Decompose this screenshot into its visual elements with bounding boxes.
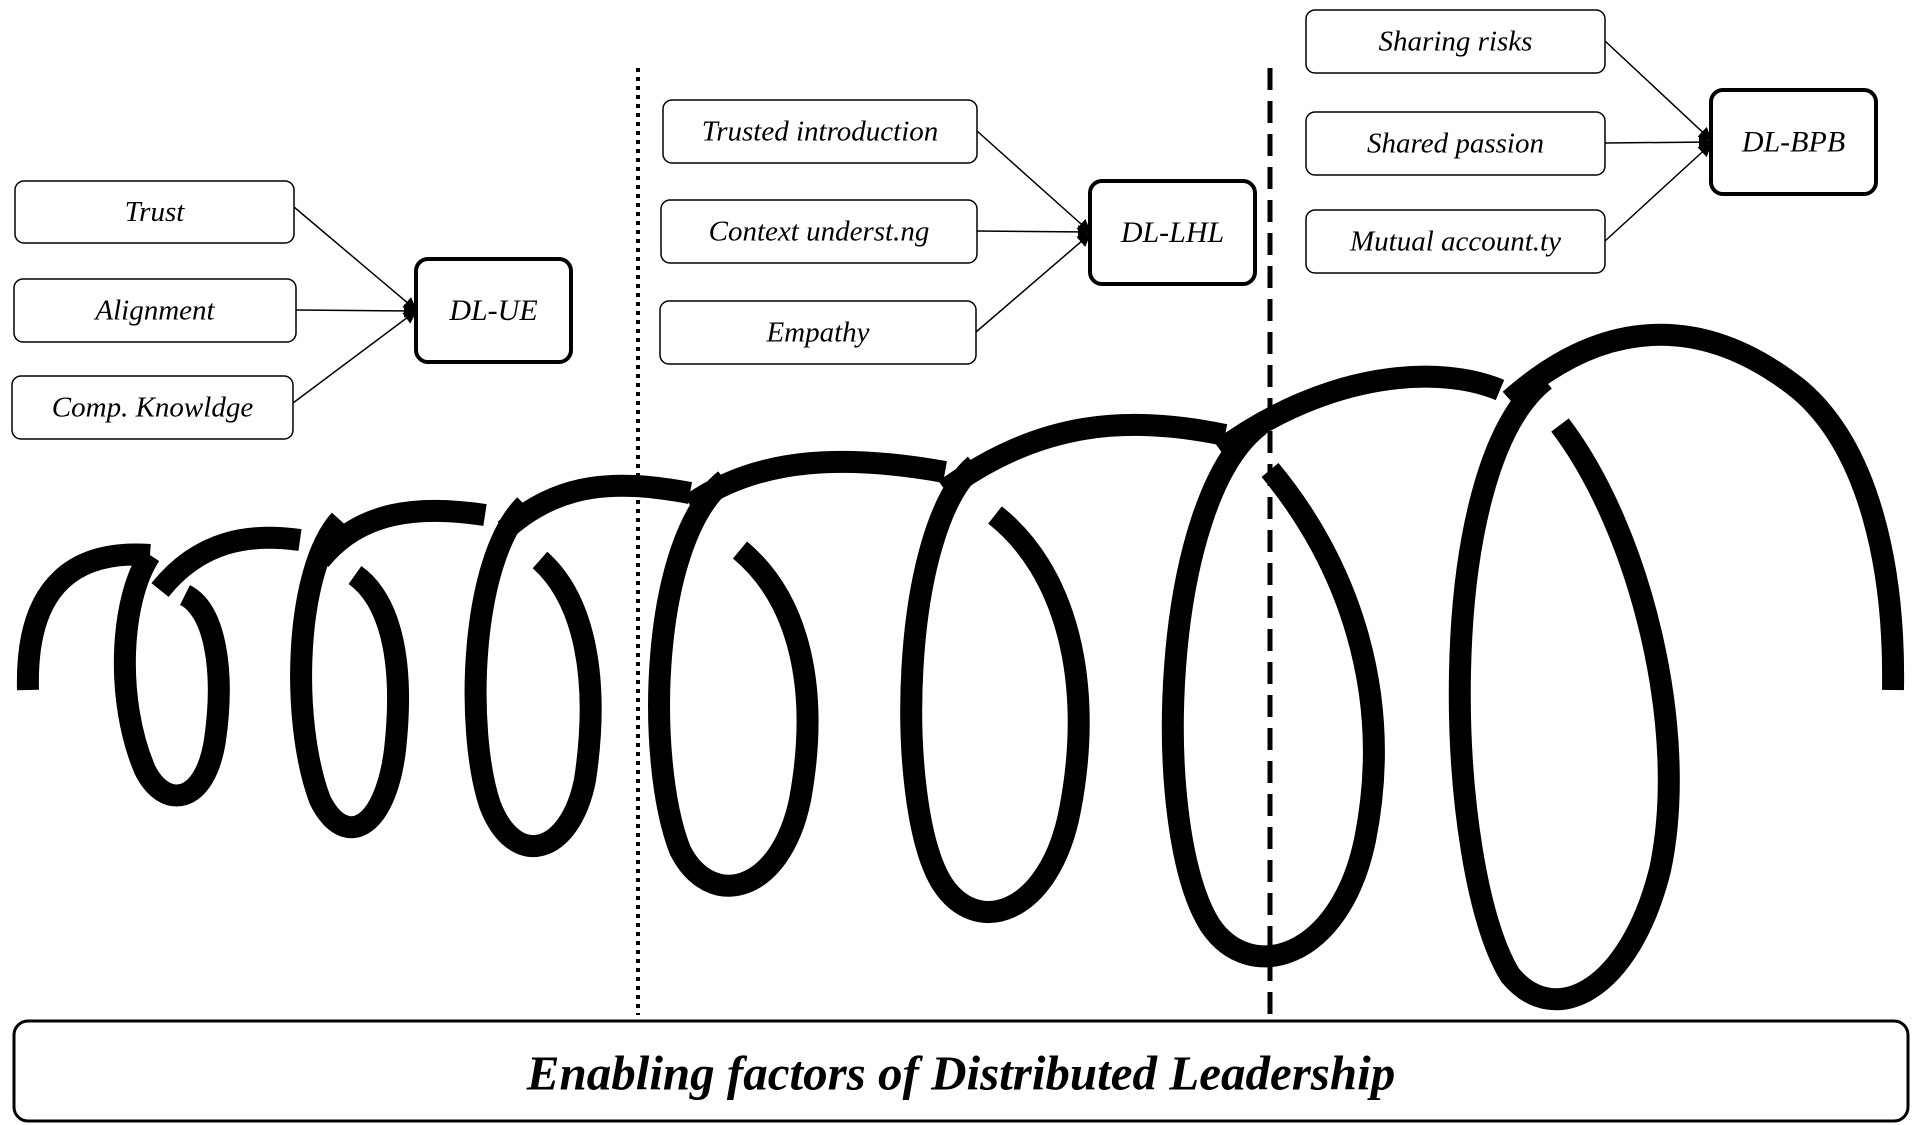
factor-label-mutual-accountability: Mutual account.ty [1349,226,1561,258]
spiral-coil-5-back [938,413,1228,499]
spiral-coil-4-front [648,471,819,897]
outcome-label-dl-ue: DL-UE [448,294,537,327]
arrow-context-understanding [976,225,1092,239]
spiral-coil-2-front [290,512,410,839]
factor-label-trusted-introduction: Trusted introduction [702,116,939,148]
arrow-alignment [295,304,418,318]
arrow-shared-passion [1604,135,1713,149]
factor-label-shared-passion: Shared passion [1367,128,1544,160]
factor-box-comp-knowledge [11,375,294,440]
factor-label-empathy: Empathy [765,317,869,349]
spiral-spring [16,323,1905,1011]
factor-box-shared-passion [1305,111,1606,176]
factor-label-sharing-risks: Sharing risks [1379,26,1533,58]
factor-box-empathy [659,300,977,365]
spiral-coil-6-front [1161,416,1385,968]
factor-box-mutual-accountability [1305,209,1606,274]
outcome-label-dl-bpb: DL-BPB [1741,126,1845,159]
spiral-coil-7-back [1502,323,1905,691]
group-dl-lhl: Trusted introduction Context underst.ng … [659,99,1257,365]
arrow-trusted-introduction [976,130,1092,233]
spiral-coil-3-front [464,497,602,857]
spiral-coil-3-back [497,474,693,539]
arrow-trust [293,206,418,311]
spiral-coil-1-back [151,526,302,598]
spiral-coil-7-front [1448,371,1680,1011]
arrow-mutual-accountability [1604,143,1712,242]
spiral-coil-2-back [311,499,487,568]
spiral-coil-4-back [683,450,947,515]
spiral-coil-1-front [113,548,230,807]
arrow-sharing-risks [1604,40,1712,141]
factor-label-comp-knowledge: Comp. Knowldge [52,392,254,424]
factor-label-alignment: Alignment [93,295,215,327]
footer-title: Enabling factors of Distributed Leadersh… [526,1046,1395,1101]
spiral-tail [16,543,151,691]
arrow-comp-knowledge [292,310,418,404]
outcome-label-dl-lhl: DL-LHL [1120,216,1224,249]
arrow-empathy [975,233,1092,333]
footer-banner: Enabling factors of Distributed Leadersh… [12,1019,1910,1123]
group-dl-bpb: Sharing risks Shared passion Mutual acco… [1305,9,1878,274]
factor-label-trust: Trust [125,196,186,228]
factor-label-context-understanding: Context underst.ng [709,216,930,248]
group-dl-ue: Trust Alignment Comp. Knowldge DL-UE [11,180,573,440]
spiral-coil-5-front [900,456,1090,923]
spiral-coil-6-back [1213,365,1505,459]
factor-box-trust [14,180,295,244]
footer-box [12,1019,1910,1123]
